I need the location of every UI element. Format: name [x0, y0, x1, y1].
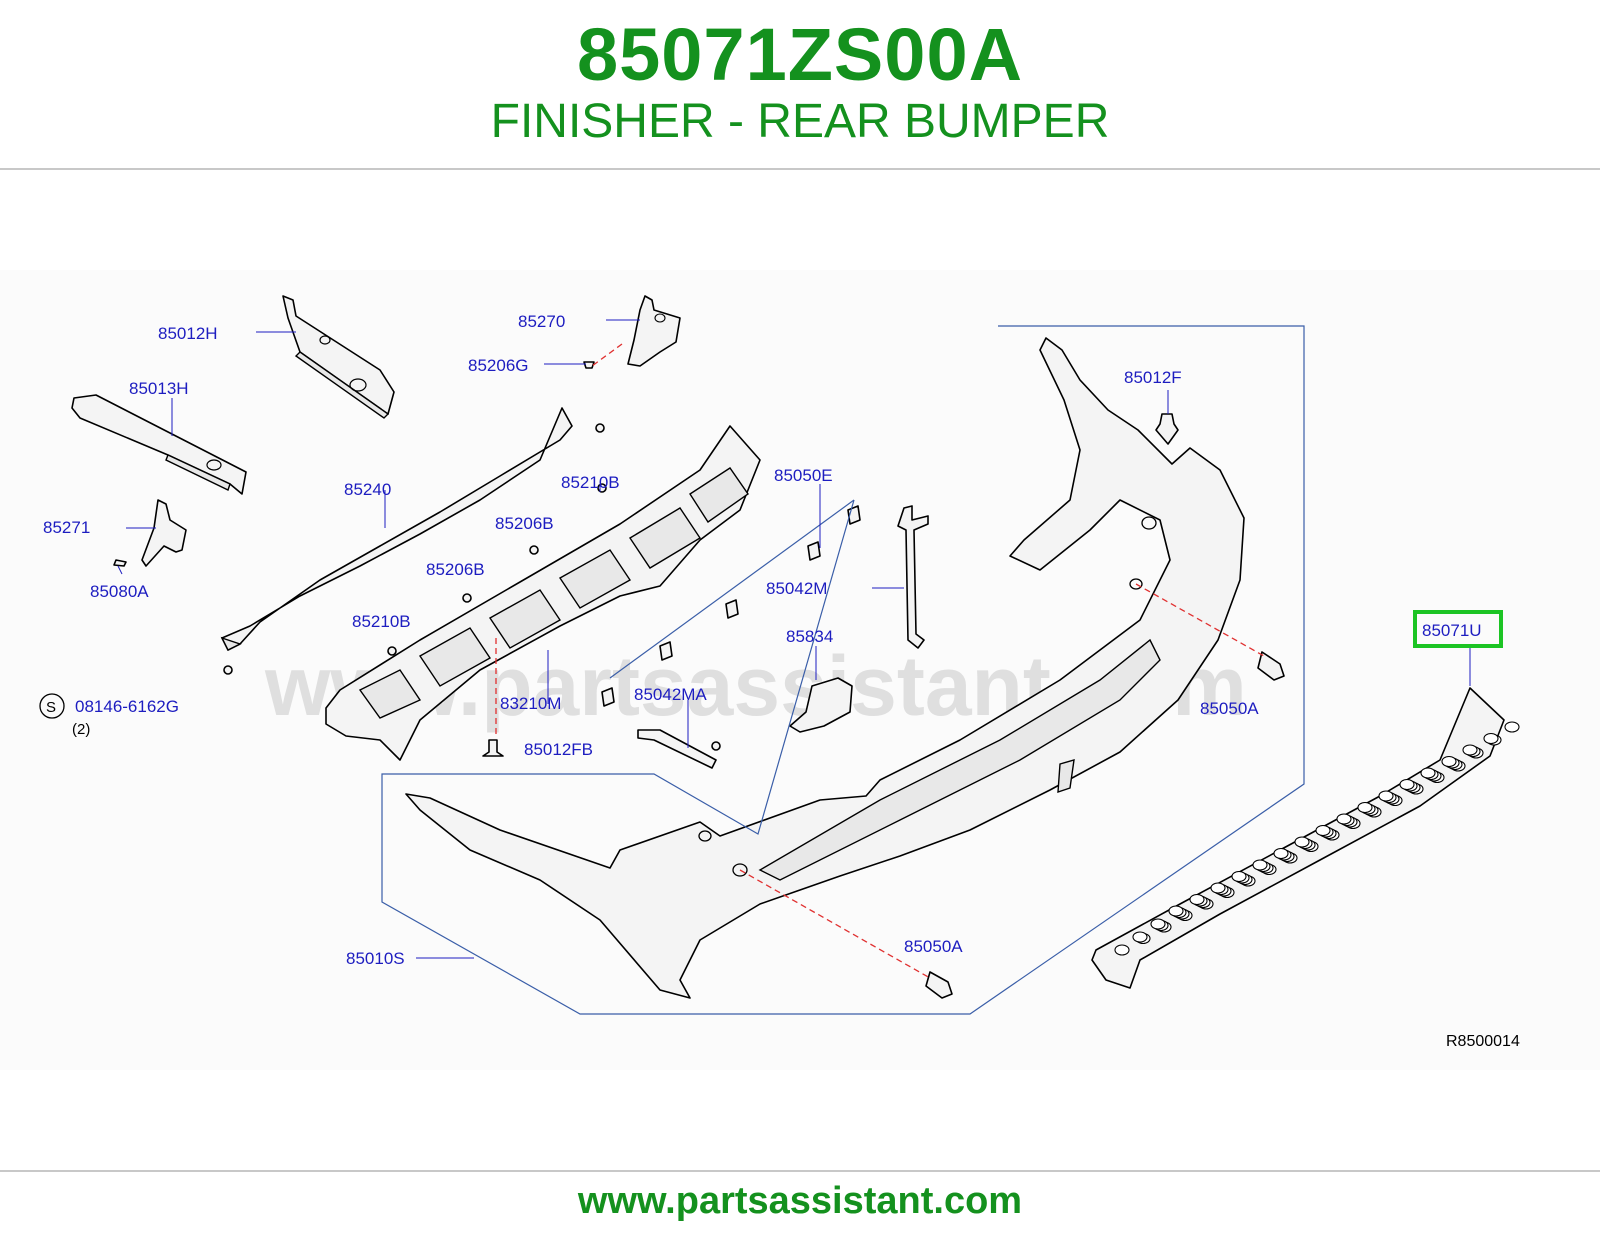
label-08146-6162G[interactable]: 08146-6162G	[75, 697, 179, 716]
label-85210B-bottom[interactable]: 85210B	[352, 612, 411, 631]
grille-hole	[1399, 778, 1415, 791]
grille-hole	[1210, 882, 1226, 894]
grille-hole	[1357, 801, 1373, 814]
highlighted-part-box	[1413, 610, 1503, 648]
label-85050A-right[interactable]: 85050A	[1200, 699, 1259, 718]
grille-hole	[1420, 767, 1436, 779]
part-85271-drawing	[113, 499, 187, 567]
label-85012F[interactable]: 85012F	[1124, 368, 1182, 387]
label-85013H[interactable]: 85013H	[129, 379, 189, 398]
footer-website-link[interactable]: www.partsassistant.com	[577, 1180, 1023, 1222]
label-85834[interactable]: 85834	[786, 627, 833, 646]
header-divider	[0, 168, 1600, 170]
alignment-lines	[495, 343, 1265, 979]
label-85071U-highlighted[interactable]: 85071U	[1422, 621, 1482, 640]
grille-hole	[1315, 824, 1331, 837]
label-85042M[interactable]: 85042M	[766, 579, 827, 598]
label-85050A-bottom[interactable]: 85050A	[904, 937, 963, 956]
label-85012H[interactable]: 85012H	[158, 324, 218, 343]
part-85270-drawing	[583, 295, 681, 369]
grille-hole	[1504, 721, 1520, 733]
label-quantity: (2)	[72, 721, 90, 738]
part-number-title: 85071ZS00A	[576, 13, 1024, 96]
grille-hole	[1294, 836, 1310, 848]
leader-lines	[117, 319, 1471, 959]
diagram-reference-code: R8500014	[1446, 1033, 1520, 1050]
part-85012H-drawing	[282, 295, 395, 419]
parts-diagram: www.partsassistant.com	[0, 270, 1600, 1070]
parts-diagram-svg: www.partsassistant.com	[39, 295, 1520, 1050]
part-83210M-drawing	[325, 425, 761, 761]
grille-hole	[1483, 732, 1499, 745]
grille-hole	[1336, 813, 1352, 825]
label-85206B-top[interactable]: 85206B	[495, 514, 554, 533]
label-85206B-bottom[interactable]: 85206B	[426, 560, 485, 579]
grille-hole	[1189, 893, 1205, 906]
label-85240[interactable]: 85240	[344, 480, 391, 499]
label-85050E[interactable]: 85050E	[774, 466, 833, 485]
grille-hole	[1462, 744, 1478, 756]
part-85013H-drawing	[71, 394, 247, 495]
part-85071U-drawing	[1091, 687, 1505, 989]
label-85210B-top[interactable]: 85210B	[561, 473, 620, 492]
label-85271[interactable]: 85271	[43, 518, 90, 537]
grille-hole	[1150, 918, 1166, 930]
grille-hole	[1441, 755, 1457, 768]
part-85050A-drawing	[925, 651, 1285, 999]
grille-hole	[1252, 859, 1268, 871]
part-85042MA-drawing	[637, 729, 721, 769]
part-85010S-drawing	[405, 337, 1245, 999]
assembly-frames	[381, 325, 1305, 1015]
page-header: 85071ZS00A FINISHER - REAR BUMPER	[0, 0, 1600, 168]
label-85080A[interactable]: 85080A	[90, 582, 149, 601]
grille-hole	[1273, 847, 1289, 860]
label-85270[interactable]: 85270	[518, 312, 565, 331]
part-85012F-drawing	[1155, 413, 1179, 445]
standard-part-symbol: S	[46, 699, 56, 716]
label-85042MA[interactable]: 85042MA	[634, 685, 707, 704]
label-85206G[interactable]: 85206G	[468, 356, 529, 375]
part-description: FINISHER - REAR BUMPER	[490, 95, 1110, 148]
grille-hole	[1168, 905, 1184, 917]
grille-hole	[1231, 870, 1247, 883]
label-85010S[interactable]: 85010S	[346, 949, 405, 968]
grille-hole	[1114, 944, 1130, 956]
label-83210M[interactable]: 83210M	[500, 694, 561, 713]
part-85240-drawing	[220, 407, 573, 651]
footer-divider	[0, 1170, 1600, 1172]
grille-hole	[1378, 790, 1394, 802]
finisher-grille-holes	[1114, 721, 1520, 956]
part-85834-drawing	[789, 677, 853, 733]
part-85042M-drawing	[897, 505, 929, 649]
label-85012FB[interactable]: 85012FB	[524, 740, 593, 759]
standard-part-circle	[39, 693, 65, 719]
part-85050E-drawing	[601, 505, 861, 707]
grille-hole	[1132, 931, 1148, 943]
